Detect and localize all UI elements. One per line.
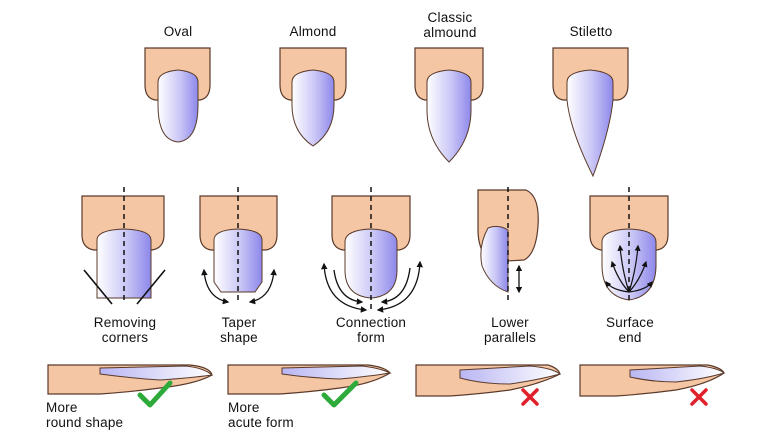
nail-oval: [157, 69, 199, 143]
nail-surface: [601, 228, 657, 301]
finger-stiletto: [552, 47, 629, 178]
cross-icon: [690, 388, 708, 406]
nail-classic-almond: [426, 69, 472, 163]
label-classic-almond: Classic almound: [423, 10, 477, 40]
nail-stiletto: [566, 69, 614, 178]
connection-arrow-outer-left: [321, 262, 368, 313]
cut-line-left: [83, 269, 113, 305]
nail-profile-flat: [629, 365, 726, 383]
nail-profile-droop: [459, 365, 562, 385]
profile-wrong-1: [415, 364, 562, 397]
check-icon: [137, 380, 173, 408]
finger-oval: [144, 47, 211, 143]
profile-wrong-2: [579, 364, 726, 397]
label-stiletto: Stiletto: [569, 24, 613, 39]
finger-connection-form: [321, 187, 424, 313]
cut-line-right: [136, 269, 166, 305]
profile-round: [47, 364, 214, 395]
label-connection-form: Connection form: [335, 315, 407, 345]
cross-icon: [521, 388, 539, 406]
nail-profile-acute: [281, 365, 392, 380]
label-round-shape: More round shape: [46, 400, 124, 430]
connection-arrow-inner-right: [380, 267, 411, 305]
nail-profile-side: [480, 225, 509, 293]
profile-acute: [227, 364, 392, 395]
taper-arrow-right: [248, 268, 277, 305]
label-taper-shape: Taper shape: [220, 315, 258, 345]
finger-lower-parallels: [477, 187, 539, 300]
label-oval: Oval: [163, 24, 193, 39]
label-acute-form: More acute form: [228, 400, 294, 430]
nail-profile-round: [99, 365, 214, 381]
label-removing-corners: Removing corners: [93, 315, 157, 345]
finger-removing-corners: [81, 187, 166, 305]
nail-almond: [291, 69, 335, 147]
label-almond: Almond: [289, 24, 337, 39]
finger-taper-shape: [199, 187, 278, 305]
finger-surface-end: [589, 187, 669, 304]
taper-arrow-left: [201, 268, 230, 305]
connection-arrow-inner-left: [333, 269, 364, 305]
finger-almond: [279, 47, 347, 147]
connection-arrow-outer-right: [376, 260, 424, 313]
check-icon: [321, 380, 359, 408]
surface-arrows: [605, 244, 653, 293]
label-lower-parallels: Lower parallels: [483, 315, 537, 345]
finger-classic-almond: [414, 47, 484, 163]
label-surface-end: Surface end: [606, 315, 654, 345]
